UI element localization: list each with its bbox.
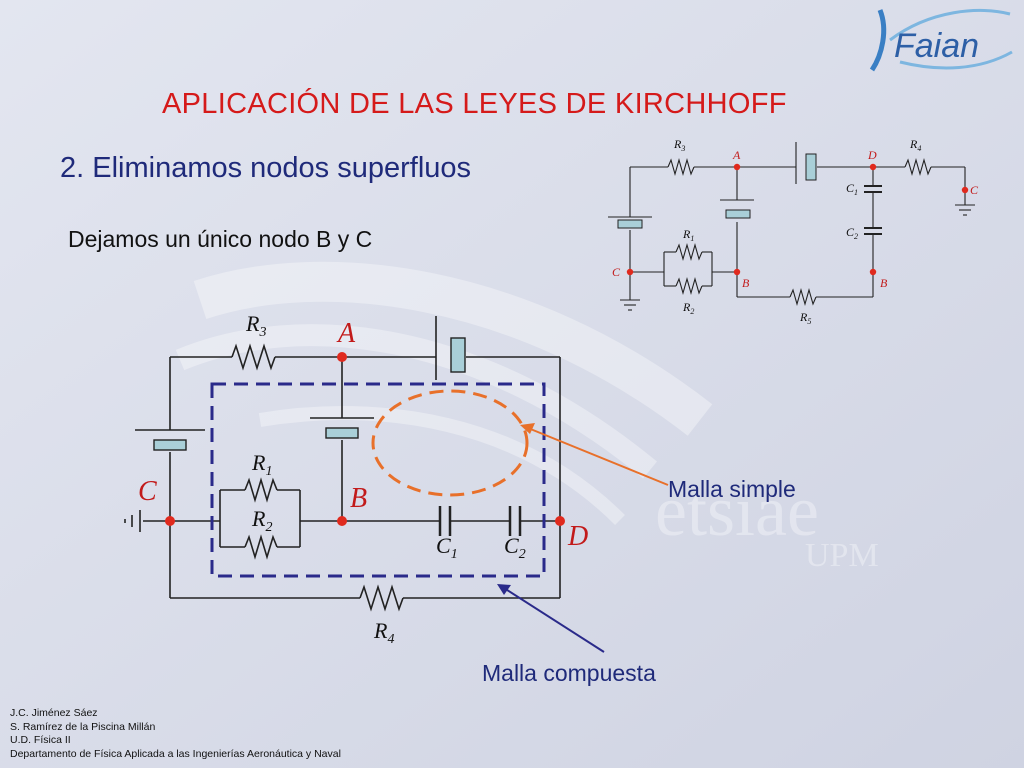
small-battery-top [805, 153, 817, 181]
slide-subtitle: 2. Eliminamos nodos superfluos [60, 152, 472, 184]
label-c2: C2 [504, 533, 526, 562]
resistor-r2 [244, 534, 278, 560]
small-resistor-r5 [789, 287, 817, 307]
compound-mesh-outline [210, 382, 546, 578]
lead-text: Dejamos un único nodo B y C [68, 226, 373, 252]
background-swirl [175, 261, 713, 525]
arrow-compound-mesh [497, 584, 605, 653]
small-resistor-r3 [667, 157, 695, 177]
simple-mesh-outline [371, 389, 529, 497]
small-capacitor-c1 [864, 185, 882, 193]
watermark-upm: UPM [805, 537, 879, 574]
small-label-r3: R3 [673, 137, 685, 153]
small-label-c2: C2 [846, 225, 858, 241]
resistor-r4 [359, 584, 404, 612]
small-node-a-dot [733, 163, 741, 171]
node-d-label: D [567, 521, 588, 552]
node-b-dot [337, 516, 347, 526]
small-node-c-right-label: C [970, 183, 979, 197]
resistor-r1 [244, 477, 278, 503]
resistor-r3 [231, 343, 276, 371]
small-label-c1: C1 [846, 181, 858, 197]
small-node-b-right-dot [869, 268, 877, 276]
credit-line: J.C. Jiménez Sáez [10, 707, 98, 719]
battery-left [153, 439, 187, 451]
label-r3: R3 [245, 311, 266, 340]
battery-top [450, 337, 466, 373]
small-node-c-dot [626, 268, 634, 276]
small-node-b-left-label: B [742, 276, 750, 290]
watermark-etsiae: etsiae [655, 471, 819, 551]
label-r2: R2 [251, 506, 272, 535]
label-c1: C1 [436, 533, 458, 562]
logo-text: Faian [894, 27, 979, 65]
small-label-r2: R2 [682, 300, 694, 316]
label-r4: R4 [373, 618, 394, 647]
credit-line: S. Ramírez de la Piscina Millán [10, 720, 156, 733]
small-node-b-left-dot [733, 268, 741, 276]
small-node-c-left-label: C [612, 265, 621, 279]
small-node-c-right-dot [961, 186, 969, 194]
small-label-r5: R5 [799, 310, 811, 326]
node-c-dot [165, 516, 175, 526]
small-resistor-r1 [675, 242, 703, 262]
small-resistor-r4 [904, 157, 932, 177]
small-node-d-dot [869, 163, 877, 171]
faian-logo: Faian [869, 8, 1013, 72]
slide-title: APLICACIÓN DE LAS LEYES DE KIRCHHOFF [162, 88, 787, 120]
small-label-r1: R1 [682, 227, 694, 243]
small-node-b-right-label: B [880, 276, 888, 290]
node-a-dot [337, 352, 347, 362]
small-battery-middle [725, 209, 751, 219]
small-node-a-label: A [732, 148, 741, 162]
node-a-label: A [336, 318, 356, 349]
credits-block: J.C. Jiménez Sáez S. Ramírez de la Pisci… [10, 707, 341, 761]
credit-line: U.D. Física II [10, 734, 71, 746]
small-label-r4: R4 [909, 137, 921, 153]
small-capacitor-c2 [864, 227, 882, 235]
callout-compound-mesh: Malla compuesta [482, 660, 656, 686]
arrow-simple-mesh [520, 423, 669, 486]
node-d-dot [555, 516, 565, 526]
credit-line: Departamento de Física Aplicada a las In… [10, 747, 341, 760]
battery-middle [325, 427, 359, 439]
label-r1: R1 [251, 450, 272, 479]
small-battery-left [617, 219, 643, 229]
callout-simple-mesh: Malla simple [668, 476, 796, 502]
small-node-d-label: D [867, 148, 877, 162]
small-resistor-r2 [675, 276, 703, 296]
node-c-label: C [138, 476, 157, 507]
node-b-label: B [350, 483, 367, 514]
